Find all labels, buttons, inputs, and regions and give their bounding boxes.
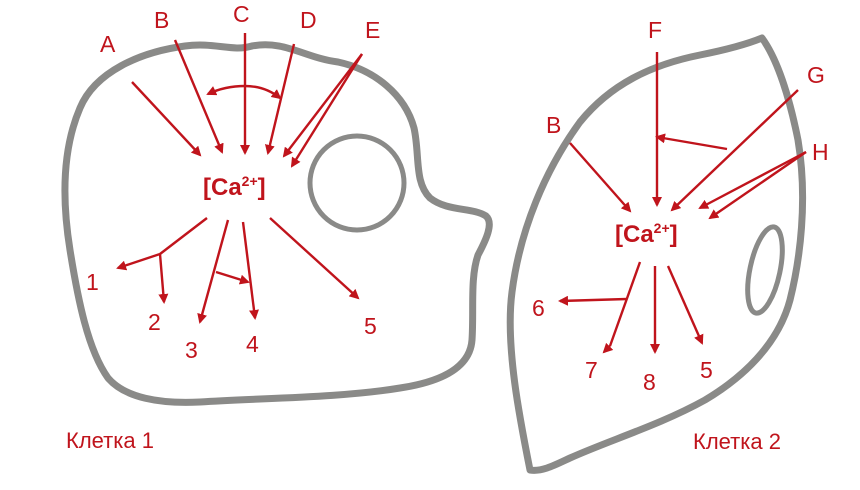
input-label-f: F	[648, 17, 662, 43]
cell-2: B F G H [Ca2+] 6 7 8 5 Клетка 2	[506, 17, 829, 474]
output-label-5-cell-1: 5	[364, 313, 377, 339]
arrow-e1-to-ca	[282, 53, 363, 158]
arrow-to-2	[158, 253, 169, 304]
cell-1: A B C D E [Ca2+] 1 2 3 4 5 Клетка 1	[61, 1, 493, 453]
arrow-h2-to-ca	[708, 151, 807, 220]
arrow-to-3	[197, 219, 230, 324]
input-label-b-cell-2: B	[546, 112, 561, 138]
link-c-b	[206, 84, 246, 96]
arrow-to-5-cell-2	[666, 265, 704, 345]
ca-ion-label-cell-2: [Ca2+]	[615, 220, 678, 248]
input-label-c: C	[233, 1, 250, 27]
output-label-6: 6	[532, 295, 545, 321]
arrow-b-to-ca-cell-2	[569, 142, 632, 213]
line-ca-to-branch-1-2	[159, 217, 208, 255]
output-label-1: 1	[86, 269, 99, 295]
cell-2-nucleus	[745, 224, 785, 316]
arrow-to-5-cell-1	[269, 217, 360, 300]
arrow-to-1	[116, 252, 161, 271]
cell-2-membrane	[506, 34, 807, 474]
input-label-g: G	[807, 62, 825, 88]
arrow-to-6	[558, 295, 628, 306]
arrow-g-to-ca	[670, 89, 799, 212]
cell-2-caption: Клетка 2	[693, 429, 781, 454]
output-label-8: 8	[643, 369, 656, 395]
input-label-b: B	[154, 7, 169, 33]
arrow-to-7	[602, 342, 614, 354]
link-g-f	[655, 133, 728, 151]
arrow-b-to-ca	[173, 39, 224, 154]
input-label-d: D	[300, 7, 317, 33]
input-label-h: H	[812, 139, 829, 165]
output-label-4: 4	[246, 331, 259, 357]
cell-1-caption: Клетка 1	[66, 428, 154, 453]
input-label-a: A	[100, 31, 116, 57]
arrow-a-to-ca	[131, 81, 202, 157]
arrow-d-to-ca	[264, 43, 296, 155]
ca-ion-label-cell-1: [Ca2+]	[203, 173, 266, 201]
output-label-3: 3	[185, 337, 198, 363]
arrow-to-4	[241, 221, 259, 320]
output-label-7: 7	[585, 357, 598, 383]
link-3-4	[215, 270, 250, 285]
input-label-e: E	[365, 17, 380, 43]
link-c-d	[244, 84, 282, 100]
output-label-2: 2	[148, 309, 161, 335]
arrow-h1-to-ca	[698, 150, 807, 210]
cell-1-membrane	[61, 41, 493, 406]
line-ca-to-7	[608, 261, 642, 347]
arrow-e2-to-ca	[290, 53, 364, 168]
cell-1-nucleus	[307, 133, 407, 233]
output-label-5-cell-2: 5	[700, 357, 713, 383]
